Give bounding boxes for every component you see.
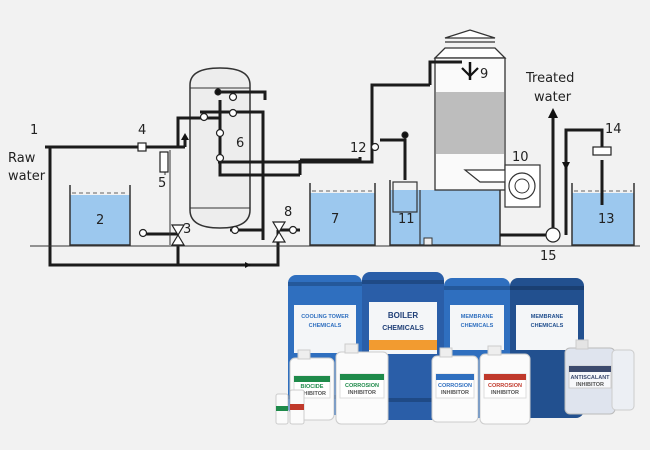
label-11: 11 (398, 212, 415, 227)
jug-3-line2: INHIBITOR (441, 390, 469, 396)
jug-2-line2: INHIBITOR (348, 390, 376, 396)
flow-arrows (181, 108, 570, 268)
jug-antiscalant: ANTISCALANT INHIBITOR (564, 339, 635, 415)
label-15: 15 (540, 249, 557, 264)
label-7: 7 (331, 212, 339, 227)
jug-5-line1: ANTISCALANT (570, 375, 610, 381)
tank-7 (309, 183, 376, 246)
label-3: 3 (183, 222, 191, 237)
drum-4-line1: MEMBRANE (531, 314, 564, 320)
label-treated-water-line1: Treated (525, 71, 574, 86)
label-9: 9 (480, 67, 488, 82)
drum-4-line2: CHEMICALS (531, 323, 564, 329)
label-1: 1 (30, 123, 38, 138)
tank-2 (69, 185, 131, 246)
jug-1-line2: INHIBITOR (298, 391, 326, 397)
jug-1-line1: BIOCIDE (301, 384, 324, 390)
label-6: 6 (236, 136, 244, 151)
jug-2-line1: CORROSION (345, 383, 379, 389)
drum-1-line1: COOLING TOWER (301, 314, 349, 320)
label-raw-water-line2: water (8, 169, 46, 184)
label-8: 8 (284, 205, 292, 220)
chemical-products: COOLING TOWER CHEMICALS BOILER CHEMICALS… (275, 272, 635, 425)
label-14: 14 (605, 122, 622, 137)
tank-11 (389, 180, 501, 246)
jug-5-line2: INHIBITOR (576, 382, 604, 388)
drum-2-line1: BOILER (388, 311, 418, 320)
label-4: 4 (138, 123, 146, 138)
label-12: 12 (350, 141, 367, 156)
small-bottles (275, 389, 305, 425)
label-5: 5 (158, 176, 166, 191)
jug-4-line2: INHIBITOR (491, 390, 519, 396)
label-10: 10 (512, 150, 529, 165)
degasser-tower (433, 29, 541, 208)
jug-3-line1: CORROSION (438, 383, 472, 389)
drum-3-line2: CHEMICALS (461, 323, 494, 329)
jug-4-line1: CORROSION (488, 383, 522, 389)
drum-3-line1: MEMBRANE (461, 314, 494, 320)
drum-1-line2: CHEMICALS (309, 323, 342, 329)
pipework (45, 60, 604, 267)
drum-2-line2: CHEMICALS (382, 325, 424, 332)
label-raw-water-line1: Raw (8, 151, 36, 166)
jug-corrosion-red: CORROSION INHIBITOR (479, 345, 531, 425)
valves (137, 88, 612, 246)
jug-corrosion-green: CORROSION INHIBITOR (335, 343, 389, 425)
label-treated-water-line2: water (534, 90, 572, 105)
jug-corrosion-blue: CORROSION INHIBITOR (431, 347, 479, 423)
label-13: 13 (598, 212, 615, 227)
label-2: 2 (96, 213, 104, 228)
